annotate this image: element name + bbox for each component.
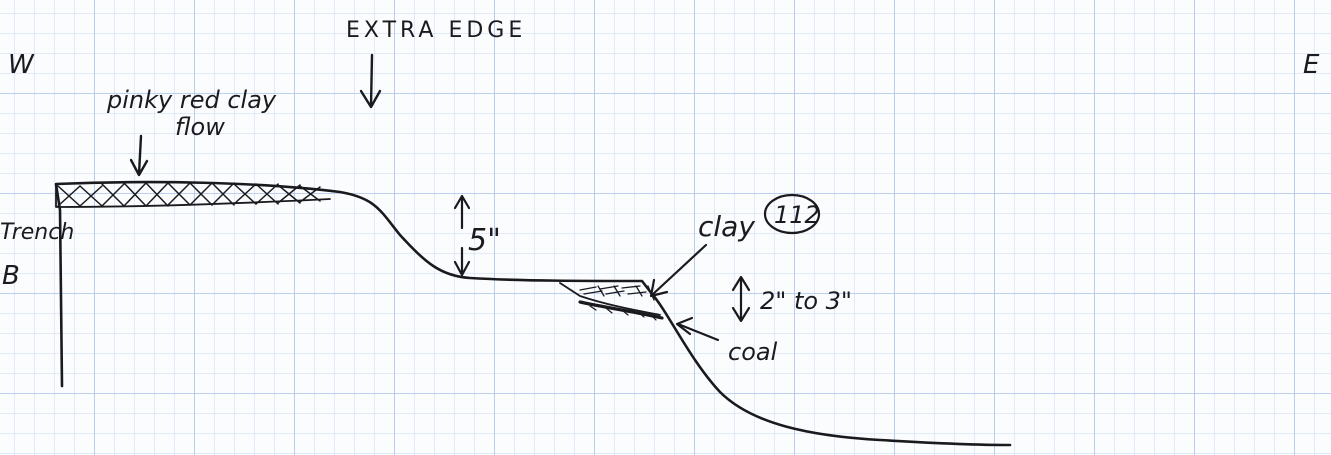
clay-flow-label-line1: pinky red clay bbox=[106, 86, 277, 114]
clay-label: clay bbox=[698, 210, 755, 243]
trench-label-line2: B bbox=[2, 261, 20, 291]
sample-number: 112 bbox=[774, 201, 820, 229]
drop-height-label: 5" bbox=[468, 223, 501, 258]
west-label: W bbox=[8, 50, 35, 80]
coal-label: coal bbox=[728, 338, 778, 366]
east-label: E bbox=[1303, 50, 1320, 80]
trench-label-line1: Trench bbox=[0, 220, 74, 245]
clay-flow-label-line2: flow bbox=[175, 113, 225, 141]
extra-edge-label: EXTRA EDGE bbox=[346, 18, 526, 43]
layer-thickness-label: 2" to 3" bbox=[760, 287, 852, 315]
